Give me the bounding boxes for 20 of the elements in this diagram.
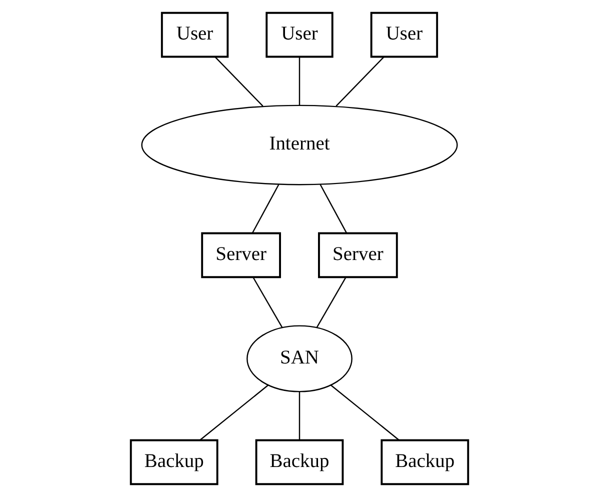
node-box: Backup [254, 439, 344, 486]
node-box: Backup [380, 439, 469, 486]
connector [330, 384, 399, 441]
node-box: User [265, 12, 333, 58]
connector [252, 277, 282, 328]
node-ellipse: SAN [246, 325, 352, 392]
node-box: User [370, 12, 438, 58]
connector [298, 392, 300, 440]
connector [298, 56, 300, 106]
node-box: Backup [129, 439, 218, 486]
connector [319, 184, 347, 234]
node-box: Server [200, 232, 280, 278]
node-ellipse: Internet [140, 104, 458, 186]
connector [335, 56, 384, 106]
connector [199, 384, 268, 441]
node-box: User [160, 12, 228, 58]
node-box: Server [318, 232, 398, 278]
connector [316, 277, 346, 328]
connector [214, 56, 263, 106]
connector [251, 184, 279, 234]
